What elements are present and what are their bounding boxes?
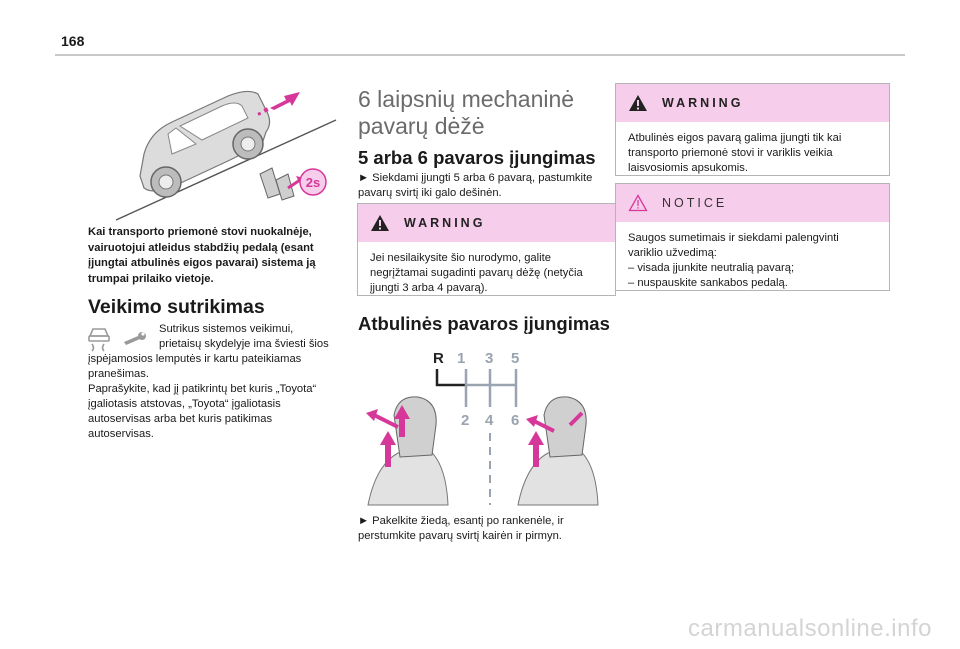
reverse-gear-step: ► Pakelkite žiedą, esantį po rankenėle, … bbox=[358, 514, 618, 544]
text-line: įspėjamosios lemputės ir kartu pateikiam… bbox=[88, 353, 302, 365]
gear-label-1: 1 bbox=[457, 350, 465, 367]
text-line: ► Siekdami įjungti 5 arba 6 pavarą, past… bbox=[358, 172, 593, 184]
warning-box-gear: WARNING Jei nesilaikysite šio nurodymo, … bbox=[357, 203, 616, 296]
notice-label: NOTICE bbox=[662, 196, 728, 210]
pedals-illustration bbox=[259, 167, 304, 201]
left-gear-knob bbox=[366, 396, 449, 506]
gear-5-6-heading: 5 arba 6 pavaros įjungimas bbox=[358, 147, 596, 168]
reverse-gear-heading: Atbulinės pavaros įjungimas bbox=[358, 313, 610, 334]
uphill-arrow-icon bbox=[257, 92, 300, 116]
watermark: carmanualsonline.info bbox=[688, 615, 932, 642]
notice-box: NOTICE Saugos sumetimais ir siekdami pal… bbox=[615, 183, 890, 291]
warning-triangle-icon bbox=[371, 215, 389, 231]
right-gear-knob bbox=[517, 396, 599, 506]
text-line: Jei nesilaikysite šio nurodymo, galite bbox=[370, 252, 551, 264]
warning-box-reverse: WARNING Atbulinės eigos pavarą galima įj… bbox=[615, 83, 890, 176]
two-seconds-badge: 2s bbox=[299, 168, 327, 196]
text-line: pavarų svirtį iki galo dešinėn. bbox=[358, 187, 502, 199]
text-line: įjungti 3 arba 4 pavarą). bbox=[370, 282, 488, 294]
malfunction-text-top: Sutrikus sistemos veikimui, prietaisų sk… bbox=[159, 322, 339, 352]
text-line: laisvosiomis apsukomis. bbox=[628, 162, 748, 174]
text-line: perstumkite pavarų svirtį kairėn ir pirm… bbox=[358, 530, 562, 542]
warning-body: Jei nesilaikysite šio nurodymo, galite n… bbox=[358, 242, 615, 296]
warning-header: WARNING bbox=[358, 204, 615, 242]
text-line: ► Pakelkite žiedą, esantį po rankenėle, … bbox=[358, 515, 564, 527]
text-line: Paprašykite, kad jį patikrintų bet kuris… bbox=[88, 383, 317, 395]
gear-gate-lines bbox=[435, 369, 518, 505]
car-silhouette bbox=[139, 90, 271, 198]
gear-label-4: 4 bbox=[485, 412, 494, 429]
text-line: – nuspauskite sankabos pedalą. bbox=[628, 277, 788, 289]
warning-label: WARNING bbox=[404, 216, 486, 230]
text-line: pranešimas. bbox=[88, 368, 149, 380]
text-line: įgaliotasis atstovas, „Toyota“ įgaliotas… bbox=[88, 398, 281, 410]
wrench-icon bbox=[124, 332, 146, 345]
text-line: autoservisas arba bet kuris patikimas bbox=[88, 413, 273, 425]
gear-label-2: 2 bbox=[461, 412, 469, 429]
gear-label-3: 3 bbox=[485, 350, 493, 367]
gear-label-r: R bbox=[433, 350, 444, 367]
warning-lamps-icons bbox=[88, 328, 146, 352]
car-on-slope-illustration: 2s bbox=[115, 90, 337, 221]
warning-triangle-icon bbox=[629, 95, 647, 111]
text-line: autoservisas. bbox=[88, 428, 154, 440]
gear-pattern-labels: R 1 3 5 2 4 6 bbox=[433, 350, 519, 429]
gear-label-6: 6 bbox=[511, 412, 519, 429]
title-line: 6 laipsnių mechaninė bbox=[358, 86, 575, 112]
hill-hold-caption: Kai transporto priemonė stovi nuokalnėje… bbox=[88, 226, 316, 285]
notice-header: NOTICE bbox=[616, 184, 889, 222]
gear-label-5: 5 bbox=[511, 350, 519, 367]
title-line: pavarų dėžė bbox=[358, 113, 485, 139]
top-rule bbox=[55, 54, 905, 56]
gearbox-title: 6 laipsnių mechaninė pavarų dėžė bbox=[358, 86, 618, 140]
reverse-gear-illustration: R 1 3 5 2 4 6 bbox=[366, 350, 599, 506]
notice-triangle-icon bbox=[628, 194, 648, 212]
text-line: prietaisų skydelyje ima šviesti šios bbox=[159, 338, 329, 350]
warning-label: WARNING bbox=[662, 96, 744, 110]
malfunction-text-body: įspėjamosios lemputės ir kartu pateikiam… bbox=[88, 352, 343, 442]
text-line: transporto priemonė stovi ir variklis ve… bbox=[628, 147, 833, 159]
svg-text:2s: 2s bbox=[306, 175, 320, 190]
text-line: Sutrikus sistemos veikimui, bbox=[159, 323, 294, 335]
text-line: variklio užvedimą: bbox=[628, 247, 717, 259]
gear-5-6-step: ► Siekdami įjungti 5 arba 6 pavarą, past… bbox=[358, 171, 623, 201]
malfunction-heading: Veikimo sutrikimas bbox=[88, 296, 265, 318]
warning-body: Atbulinės eigos pavarą galima įjungti ti… bbox=[616, 122, 889, 176]
text-line: negrįžtamai sugadinti pavarų dėžę (netyč… bbox=[370, 267, 583, 279]
text-line: – visada įjunkite neutralią pavarą; bbox=[628, 262, 795, 274]
text-line: Saugos sumetimais ir siekdami palengvint… bbox=[628, 232, 839, 244]
warning-header: WARNING bbox=[616, 84, 889, 122]
notice-body: Saugos sumetimais ir siekdami palengvint… bbox=[616, 222, 889, 291]
page-number: 168 bbox=[61, 33, 85, 49]
car-skid-icon bbox=[88, 328, 110, 352]
text-line: Atbulinės eigos pavarą galima įjungti ti… bbox=[628, 132, 842, 144]
